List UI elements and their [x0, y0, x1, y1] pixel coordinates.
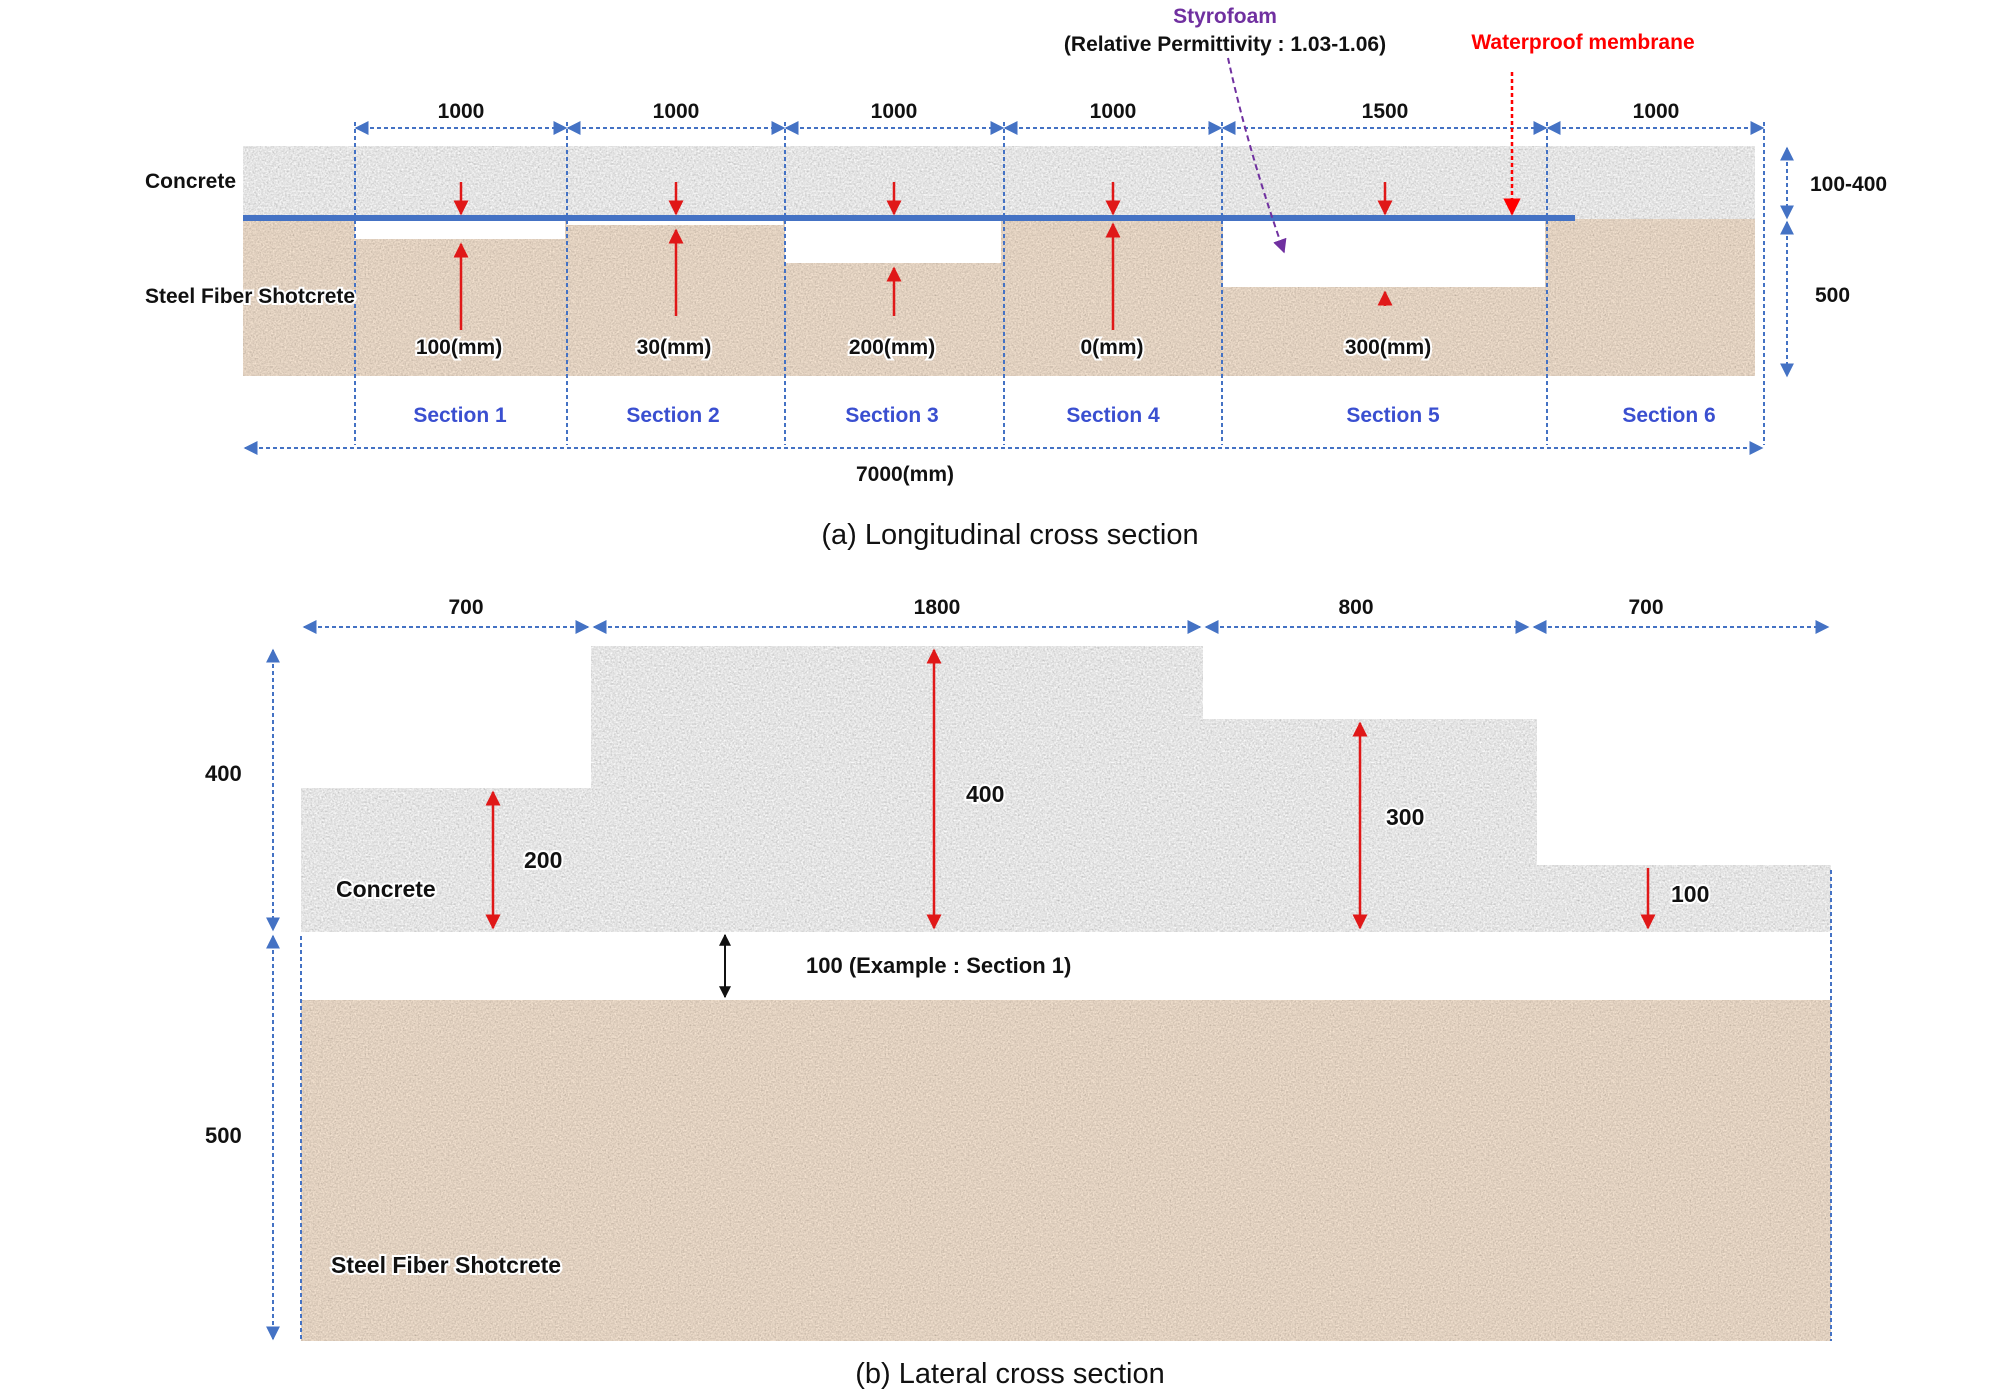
total-length-label: 7000(mm) [856, 463, 954, 486]
section-label-6: Section 6 [1622, 404, 1715, 427]
panel-b-thickness-arrows [485, 648, 1656, 930]
panel-b-shotcrete-height-label: 500 [205, 1123, 242, 1148]
section-label-4: Section 4 [1066, 404, 1160, 427]
width-label-3: 800 [1338, 596, 1373, 619]
panel-b-concrete-height-label: 400 [205, 761, 242, 786]
gap-example-label: 100 (Example : Section 1) [806, 953, 1071, 978]
width-label-1: 700 [448, 596, 483, 619]
thickness-label-3: 300 [1386, 804, 1424, 830]
section-label-3: Section 3 [845, 404, 938, 427]
panel-a-gap-section-2 [567, 219, 783, 225]
gap-label-section-1: 100(mm) [416, 336, 502, 359]
section-label-1: Section 1 [413, 404, 507, 427]
panel-b-concrete-label: Concrete [336, 876, 436, 902]
panel-a-concrete-height-label: 100-400 [1810, 173, 1887, 196]
styrofoam-pointer-arrow [1227, 57, 1287, 254]
span-label-6: 1000 [1633, 100, 1680, 123]
panel-a-gap-labels: 100(mm) 30(mm) 200(mm) 0(mm) 300(mm) [414, 334, 1433, 361]
gap-label-section-4: 0(mm) [1080, 336, 1143, 359]
span-label-4: 1000 [1090, 100, 1137, 123]
thickness-label-4: 100 [1671, 881, 1709, 907]
panel-a-gap-section-3 [785, 219, 1001, 263]
panel-b-width-labels: 700 1800 800 700 [448, 596, 1663, 619]
thickness-label-2: 400 [966, 781, 1004, 807]
gap-label-section-3: 200(mm) [849, 336, 935, 359]
panel-b-dimension-lines [266, 620, 1832, 1341]
span-label-1: 1000 [438, 100, 485, 123]
width-label-2: 1800 [914, 596, 961, 619]
styrofoam-title: Styrofoam [1173, 5, 1277, 28]
panel-b-gap-band [301, 932, 1831, 1000]
span-label-2: 1000 [653, 100, 700, 123]
panel-a-gap-section-5 [1223, 219, 1545, 287]
gap-label-section-5: 300(mm) [1345, 336, 1431, 359]
styrofoam-permittivity-note: (Relative Permittivity : 1.03-1.06) [1064, 33, 1386, 56]
panel-a-shotcrete-height-label: 500 [1815, 284, 1850, 307]
panel-b-shotcrete-label: Steel Fiber Shotcrete [331, 1252, 561, 1278]
thickness-label-1: 200 [524, 847, 562, 873]
panel-a-concrete-layer [243, 146, 1755, 219]
panel-a-shotcrete-label: Steel Fiber Shotcrete [145, 285, 355, 308]
panel-b-lateral: 700 1800 800 700 200 400 300 100 Concret… [205, 596, 1832, 1390]
panel-a-span-labels: 1000 1000 1000 1000 1500 1000 [438, 100, 1680, 123]
width-label-4: 700 [1628, 596, 1663, 619]
section-label-2: Section 2 [626, 404, 719, 427]
span-label-5: 1500 [1362, 100, 1409, 123]
section-label-5: Section 5 [1346, 404, 1440, 427]
panel-b-shotcrete-layer [301, 1000, 1831, 1341]
panel-b-concrete-layer [301, 646, 1831, 932]
panel-a-caption: (a) Longitudinal cross section [821, 519, 1198, 551]
panel-a-section-labels: Section 1 Section 2 Section 3 Section 4 … [413, 404, 1715, 427]
panel-a-thickness-arrows [453, 72, 1521, 330]
panel-b-caption: (b) Lateral cross section [855, 1358, 1164, 1390]
panel-a-span-dimensions [243, 121, 1794, 455]
gap-label-section-2: 30(mm) [637, 336, 712, 359]
waterproof-membrane-label: Waterproof membrane [1471, 31, 1694, 54]
span-label-3: 1000 [871, 100, 918, 123]
panel-a-concrete-label: Concrete [145, 170, 236, 193]
panel-a-gap-section-1 [355, 219, 565, 239]
panel-a-longitudinal: 1000 1000 1000 1000 1500 1000 100(mm) 30… [143, 5, 1887, 551]
